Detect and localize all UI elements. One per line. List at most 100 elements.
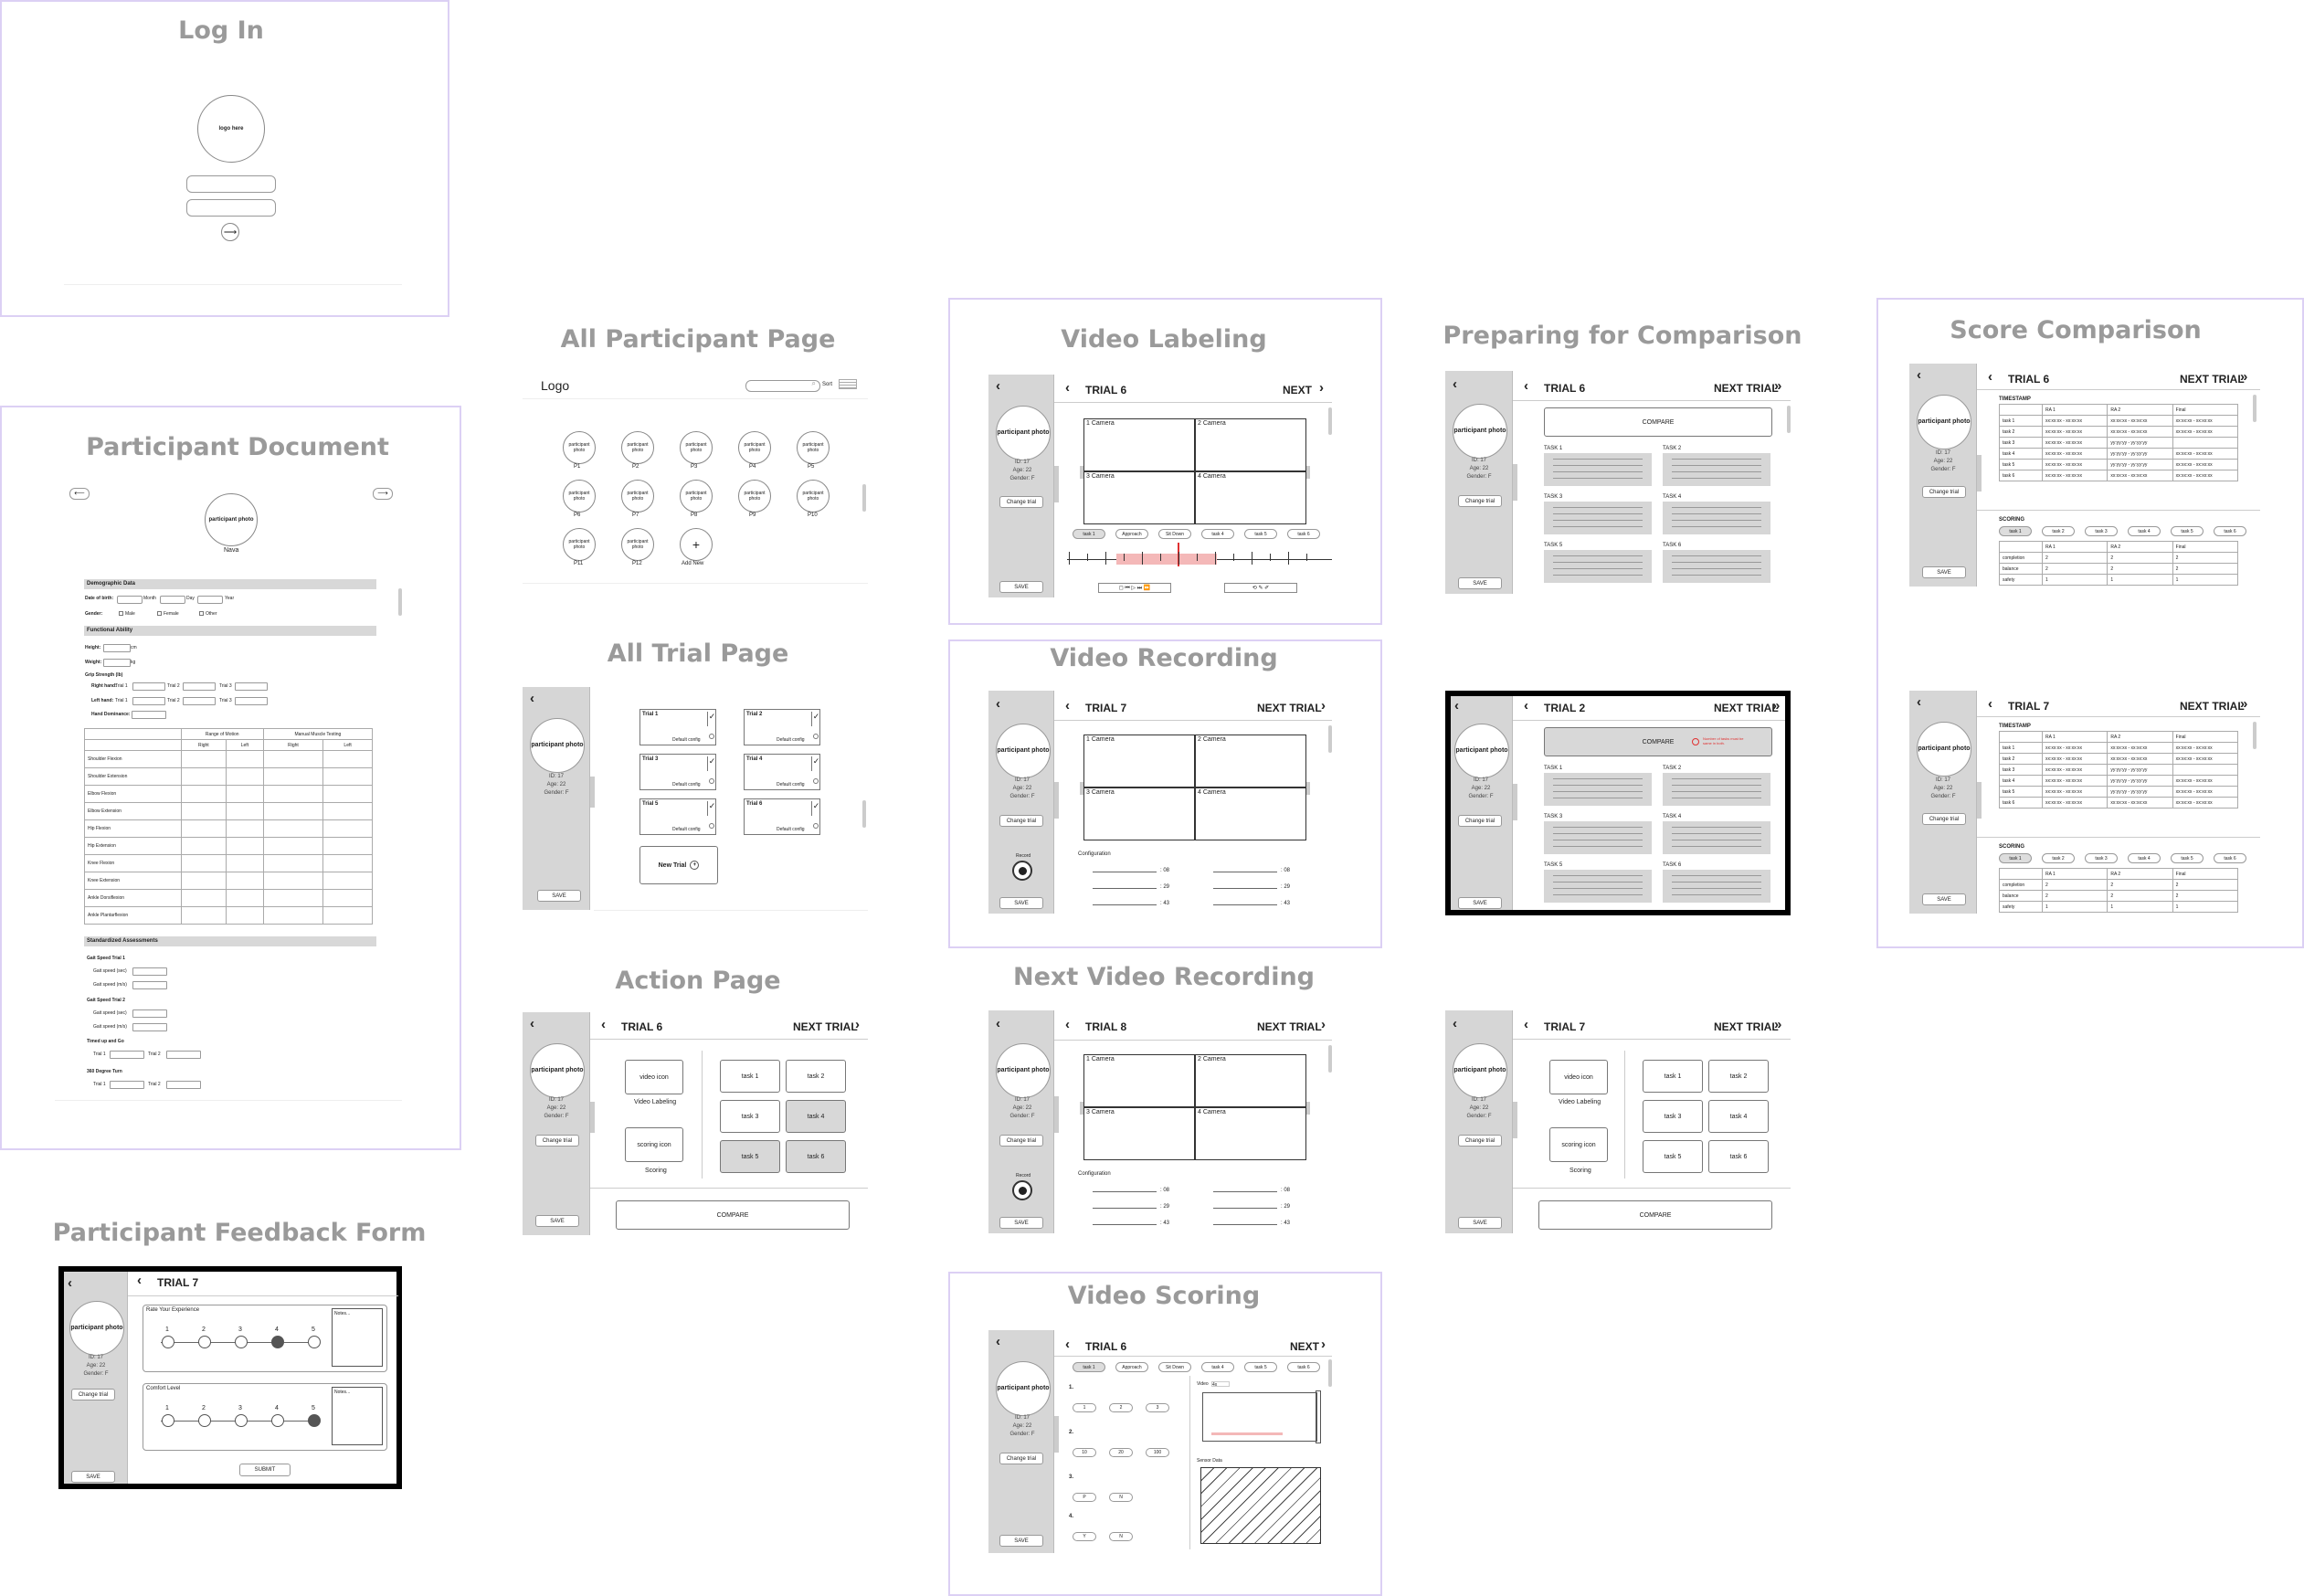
change-trial-button[interactable]: Change trial (1458, 1135, 1502, 1147)
save-button[interactable]: SAVE (1458, 897, 1502, 909)
score-next-trial[interactable]: NEXT TRIAL (2180, 700, 2245, 713)
change-trial-button[interactable]: Change trial (71, 1389, 115, 1400)
height-input[interactable] (103, 644, 131, 652)
compare-button[interactable]: COMPARE (616, 1200, 850, 1230)
change-trial-button[interactable]: Change trial (1458, 495, 1502, 507)
checkmark-icon[interactable]: ✓ (811, 801, 820, 816)
tug-t1-input[interactable] (110, 1051, 144, 1059)
trial-back-icon[interactable]: ‹ (601, 1017, 606, 1032)
ra2-score[interactable]: 2 (2107, 552, 2173, 564)
score-option-button[interactable]: 1 (1073, 1403, 1096, 1412)
ra1-score[interactable]: 1 (2041, 574, 2108, 586)
score-next-trial[interactable]: NEXT TRIAL (2180, 373, 2245, 386)
final-cell[interactable]: xx:xx:xx - xx:xx:xx (2172, 415, 2239, 427)
scoring-next[interactable]: NEXT (1290, 1340, 1320, 1353)
ra2-score[interactable]: 1 (2107, 901, 2173, 913)
rh-trial2-input[interactable] (183, 682, 216, 691)
double-chevron-icon[interactable]: » (1772, 698, 1781, 713)
final-score[interactable]: 2 (2172, 552, 2239, 564)
final-score[interactable]: 2 (2172, 563, 2239, 575)
sidebar-collapse-handle[interactable] (1054, 1416, 1059, 1453)
score-option-button[interactable]: 2 (1109, 1403, 1133, 1412)
score-task-pill[interactable]: task 6 (2214, 526, 2246, 536)
task-button[interactable]: task 2 (786, 1060, 846, 1093)
rate-scale-option[interactable] (162, 1336, 174, 1348)
back-chevron-icon[interactable]: ‹ (1917, 367, 1921, 383)
final-cell[interactable]: xx:xx:xx - xx:xx:xx (2172, 426, 2239, 438)
task-button[interactable]: task 2 (1708, 1060, 1769, 1093)
right-slider-handle[interactable] (1306, 1102, 1310, 1115)
save-button[interactable]: SAVE (535, 1215, 579, 1227)
double-chevron-icon[interactable]: » (1774, 1017, 1782, 1032)
score-option-button[interactable]: N (1109, 1493, 1133, 1502)
double-chevron-icon[interactable]: » (2240, 369, 2248, 385)
radio-icon[interactable] (709, 823, 714, 829)
next-chevron-icon[interactable]: › (1319, 380, 1324, 396)
change-trial-button[interactable]: Change trial (999, 1135, 1043, 1147)
score-option-button[interactable]: 3 (1146, 1403, 1169, 1412)
sidebar-collapse-handle[interactable] (590, 777, 595, 808)
timeline-selected-range[interactable] (1116, 554, 1217, 565)
comfort-notes-field[interactable]: Notes... (332, 1387, 383, 1445)
score-task-pill[interactable]: task 3 (2085, 526, 2118, 536)
ra1-score[interactable]: 1 (2041, 901, 2108, 913)
gait2-sec-input[interactable] (132, 1009, 167, 1018)
change-trial-button[interactable]: Change trial (535, 1135, 579, 1147)
checkmark-icon[interactable]: ✓ (707, 712, 716, 726)
task-pill[interactable]: Approach (1115, 529, 1148, 539)
back-chevron-icon[interactable]: ‹ (1453, 376, 1457, 392)
final-cell[interactable]: xx:xx:xx - xx:xx:xx (2172, 797, 2239, 809)
recording-next-trial[interactable]: NEXT TRIAL (1257, 702, 1322, 714)
doc-back-button[interactable]: ⟵ (69, 488, 90, 500)
final-score[interactable]: 1 (2172, 574, 2239, 586)
recording-scrollbar[interactable] (1328, 725, 1332, 753)
task-button[interactable]: task 3 (720, 1100, 780, 1133)
menu-icon[interactable] (839, 379, 857, 389)
task-pill[interactable]: task 1 (1073, 529, 1105, 539)
doc-scrollbar[interactable] (398, 588, 402, 616)
participant-avatar[interactable]: participant photo (680, 431, 713, 464)
camera-view[interactable]: 4 Camera (1195, 1107, 1306, 1160)
sidebar-collapse-handle[interactable] (1513, 464, 1517, 501)
rate-notes-field[interactable]: Notes... (332, 1308, 383, 1367)
rate-scale-option[interactable] (198, 1336, 211, 1348)
save-button[interactable]: SAVE (71, 1471, 115, 1483)
trial-card[interactable] (744, 709, 820, 745)
trial-back-icon[interactable]: ‹ (1988, 696, 1992, 712)
ra2-cell[interactable]: yy:yy:yy - yy:yy:yy (2107, 764, 2173, 776)
add-new-participant-button[interactable]: + (680, 528, 713, 561)
trial-scrollbar[interactable] (862, 800, 866, 828)
task-pill[interactable]: Sit Down (1158, 1362, 1191, 1372)
trial-card[interactable] (744, 754, 820, 790)
ra1-score[interactable]: 2 (2041, 890, 2108, 902)
final-score[interactable]: 2 (2172, 879, 2239, 891)
ra1-cell[interactable]: xx:xx:xx - xx:xx:xx (2041, 742, 2108, 754)
sort-button[interactable]: Sort (822, 382, 833, 387)
comfort-scale-option[interactable] (308, 1414, 321, 1427)
trial-back-icon[interactable]: ‹ (1065, 380, 1070, 396)
participant-avatar[interactable]: participant photo (797, 431, 830, 464)
gait2-ms-input[interactable] (132, 1023, 167, 1031)
ra2-cell[interactable]: xx:xx:xx - xx:xx:xx (2107, 415, 2173, 427)
rh-trial3-input[interactable] (235, 682, 268, 691)
trial-back-icon[interactable]: ‹ (1065, 698, 1070, 713)
turn-t2-input[interactable] (166, 1081, 201, 1089)
checkmark-icon[interactable]: ✓ (811, 712, 820, 726)
trial-back-icon[interactable]: ‹ (137, 1273, 142, 1288)
edit-controls[interactable]: ⟲ ✎ ✐ (1224, 583, 1297, 593)
participant-avatar[interactable]: participant photo (738, 480, 771, 513)
sidebar-collapse-handle[interactable] (1054, 466, 1059, 502)
score-task-pill[interactable]: task 1 (1999, 526, 2032, 536)
task-pill[interactable]: task 6 (1287, 1362, 1320, 1372)
video-labeling-button[interactable]: video icon (1549, 1060, 1608, 1094)
participant-avatar[interactable]: participant photo (797, 480, 830, 513)
participant-avatar[interactable]: participant photo (621, 431, 654, 464)
ra1-cell[interactable]: xx:xx:xx - xx:xx:xx (2041, 764, 2108, 776)
comfort-scale-option[interactable] (235, 1414, 248, 1427)
video-speed-select[interactable]: 4x (1211, 1381, 1230, 1388)
left-slider-handle[interactable] (1080, 782, 1083, 795)
trial-back-icon[interactable]: ‹ (1524, 1017, 1528, 1032)
ra2-score[interactable]: 2 (2107, 890, 2173, 902)
sidebar-collapse-handle[interactable] (1977, 782, 1982, 819)
camera-view[interactable]: 3 Camera (1083, 787, 1195, 840)
